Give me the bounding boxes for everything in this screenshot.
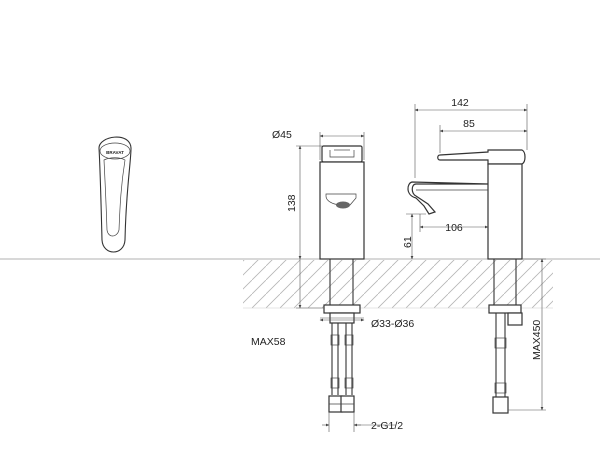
countertop-hatch [243,260,553,308]
dimension-lines [296,104,546,432]
brand-logo: BRAVAT [106,150,124,155]
dim-hose-connection: 2-G1/2 [371,420,403,432]
faucet-side-view [407,149,526,414]
dim-max-counter-thickness: MAX58 [251,336,286,348]
dim-handle-length: 85 [463,118,475,130]
dim-overall-length: 142 [451,97,469,109]
dim-body-height: 138 [286,194,298,212]
dim-hose-length: MAX450 [531,320,543,360]
dim-body-diameter: Ø45 [272,129,292,141]
dim-spout-height: 61 [402,236,414,248]
faucet-top-view: BRAVAT [98,136,132,253]
dim-hole-diameter: Ø33-Ø36 [371,318,414,330]
dim-spout-reach: 106 [445,222,463,234]
countertop [0,258,600,309]
